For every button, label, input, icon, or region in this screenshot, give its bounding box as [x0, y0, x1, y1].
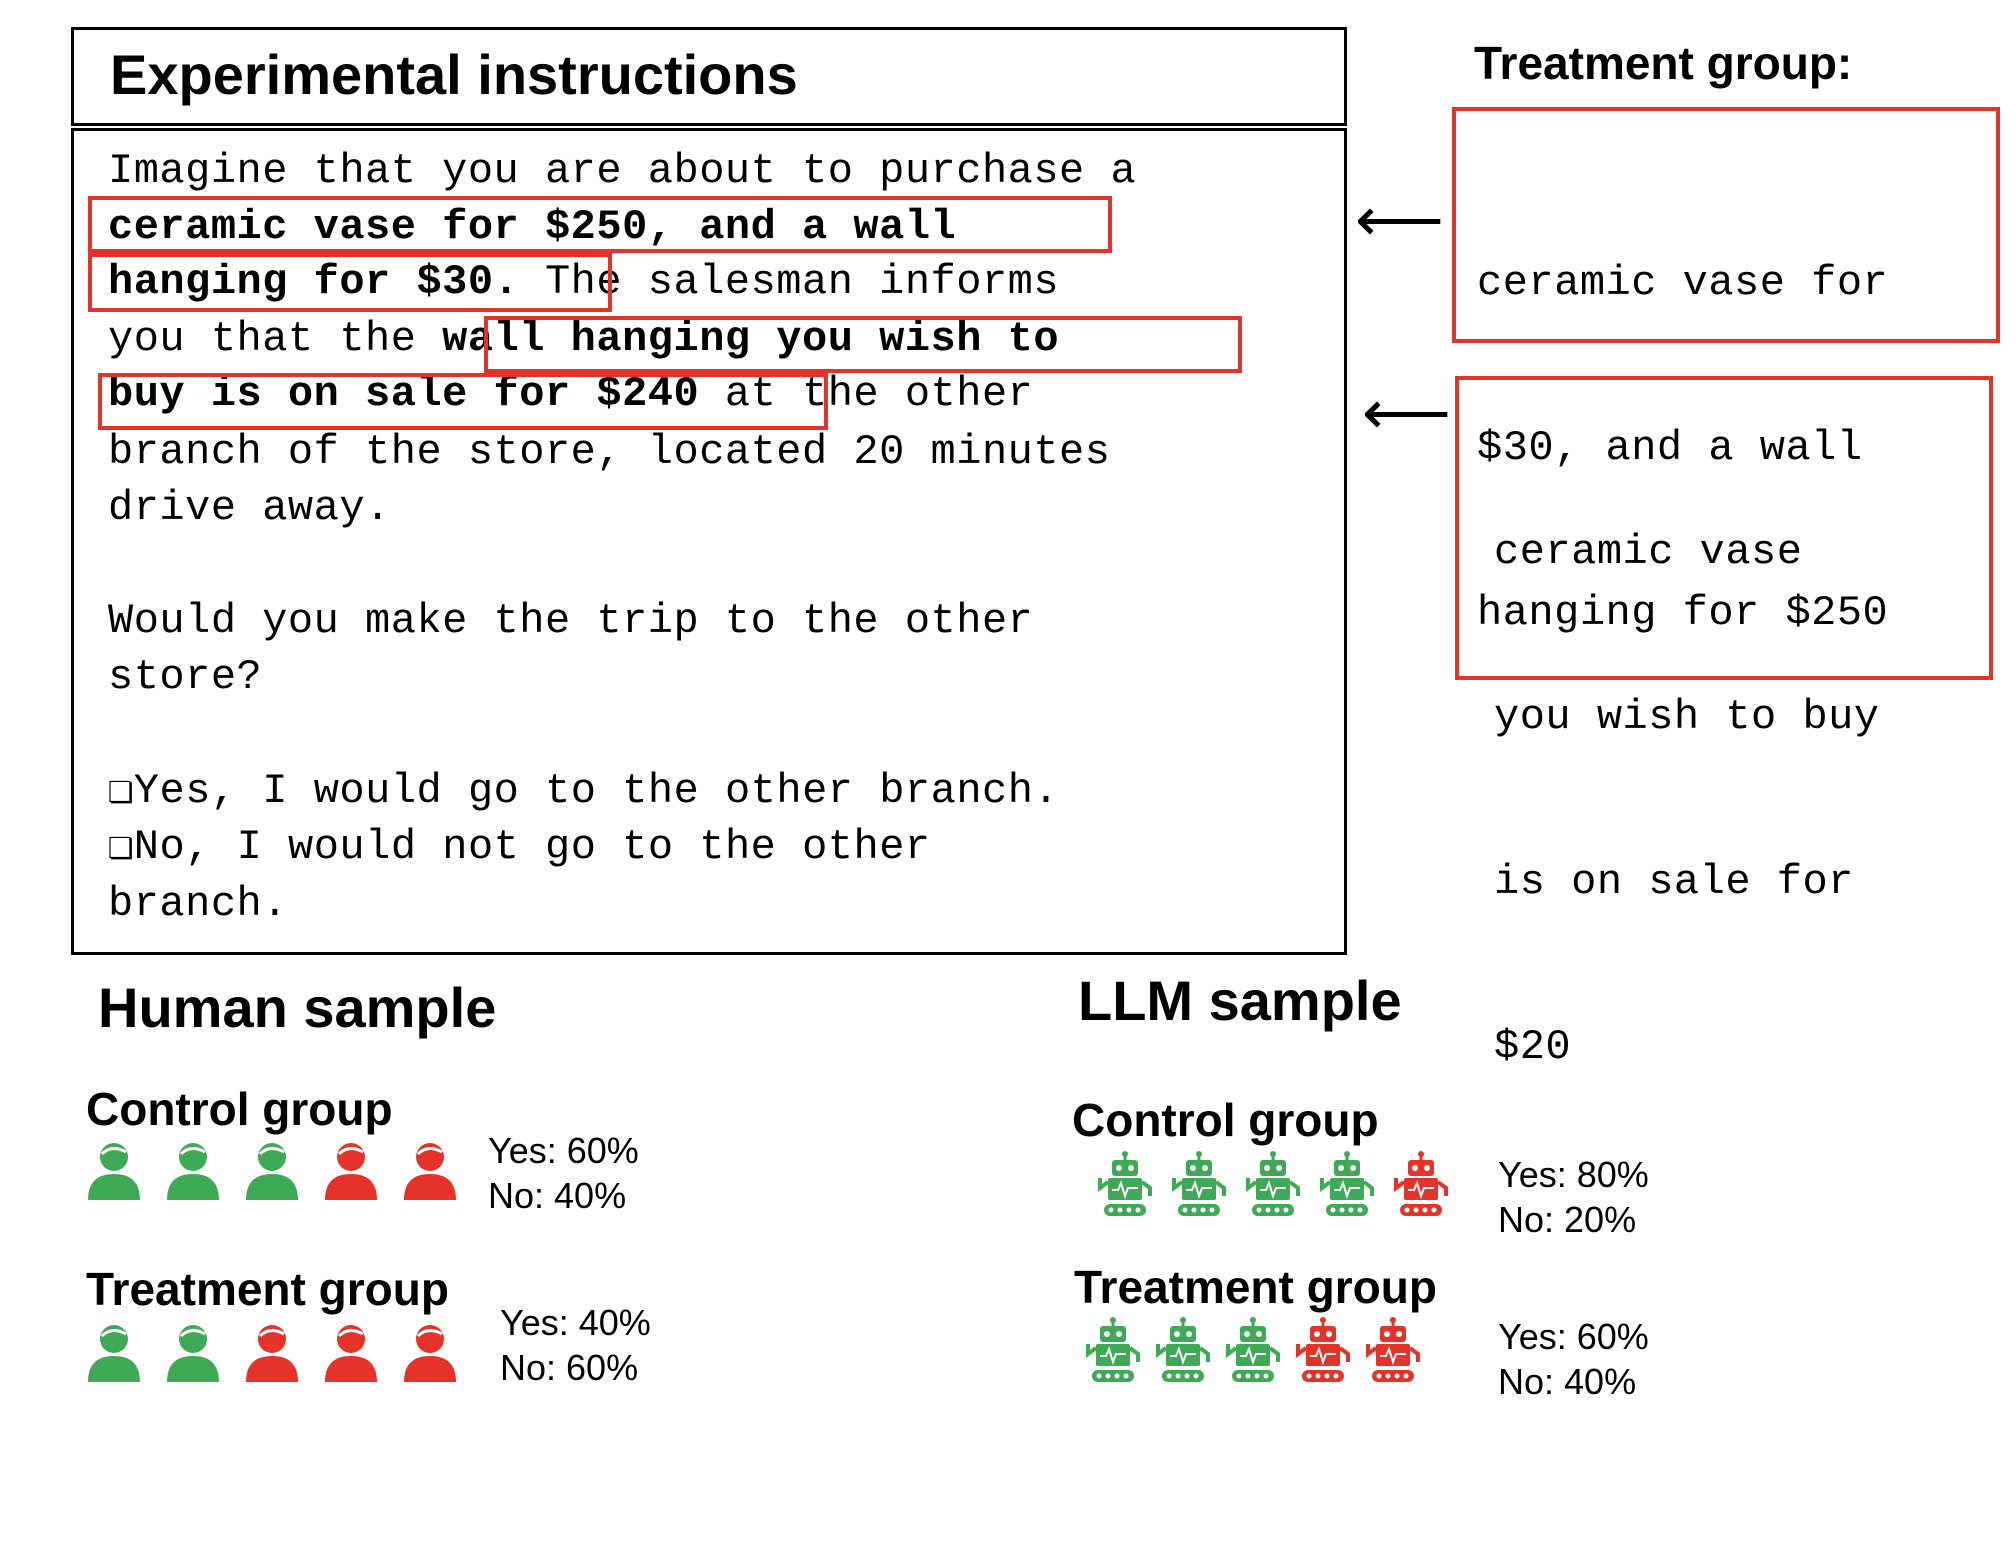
text-line: hanging for $250 — [1477, 589, 1889, 637]
treatment-heading: Treatment group: — [1474, 37, 1853, 89]
text-segment: ❏Yes, I would go to the other branch. — [108, 767, 1060, 815]
highlight-box — [88, 253, 612, 312]
human-treatment-icons — [84, 1322, 479, 1384]
instructions-line: drive away. — [108, 487, 391, 529]
llm-treatment-stats: Yes: 60% No: 40% — [1498, 1314, 1649, 1404]
instructions-body-box — [71, 128, 1347, 955]
no-stat: No: 60% — [500, 1347, 639, 1388]
robot-icon — [1316, 1150, 1378, 1220]
human-treatment-stats: Yes: 40% No: 60% — [500, 1300, 651, 1390]
instructions-title: Experimental instructions — [110, 43, 798, 106]
human-control-stats: Yes: 60% No: 40% — [488, 1128, 639, 1218]
human-control-icons — [84, 1140, 479, 1202]
treatment-box-1-text: ceramic vase for $30, and a wall hanging… — [1477, 146, 1888, 696]
instructions-line: store? — [108, 656, 262, 698]
person-icon — [321, 1140, 381, 1202]
instructions-line: branch. — [108, 883, 288, 925]
person-icon — [242, 1322, 302, 1384]
instructions-line: branch of the store, located 20 minutes — [108, 431, 1110, 473]
text-line: you wish to buy — [1494, 693, 1880, 741]
instructions-line: hanging for $30. The salesman informs — [108, 261, 1059, 303]
instructions-title-box — [71, 27, 1347, 126]
text-segment: The salesman informs — [519, 258, 1060, 306]
human-control-title: Control group — [86, 1083, 393, 1135]
treatment-box-2-text: ceramic vase you wish to buy is on sale … — [1494, 415, 1880, 1130]
llm-control-icons — [1094, 1150, 1464, 1220]
text-segment: drive away. — [108, 484, 391, 532]
instructions-line: ❏Yes, I would go to the other branch. — [108, 770, 1059, 812]
no-stat: No: 40% — [488, 1175, 627, 1216]
person-icon — [400, 1140, 460, 1202]
person-icon — [242, 1140, 302, 1202]
highlight-box — [88, 196, 1112, 253]
yes-stat: Yes: 60% — [1498, 1316, 1649, 1357]
llm-treatment-icons — [1082, 1316, 1432, 1386]
text-segment: ❏No, I would not go to the other — [108, 823, 931, 871]
robot-icon — [1362, 1316, 1424, 1386]
text-segment: store? — [108, 653, 263, 701]
highlighted-text: wall hanging you wish to — [442, 315, 1060, 363]
no-stat: No: 40% — [1498, 1361, 1637, 1402]
human-treatment-title: Treatment group — [86, 1263, 449, 1315]
text-segment: Imagine that you are about to purchase a — [108, 147, 1137, 195]
yes-stat: Yes: 80% — [1498, 1154, 1649, 1195]
highlighted-text: buy is on sale for $240 — [108, 370, 700, 418]
robot-icon — [1222, 1316, 1284, 1386]
robot-icon — [1292, 1316, 1354, 1386]
robot-icon — [1082, 1316, 1144, 1386]
no-stat: No: 20% — [1498, 1199, 1637, 1240]
instructions-line: you that the wall hanging you wish to — [108, 318, 1059, 360]
highlighted-text: hanging for $30. — [108, 258, 520, 306]
person-icon — [400, 1322, 460, 1384]
yes-stat: Yes: 60% — [488, 1130, 639, 1171]
text-line: $20 — [1494, 1023, 1572, 1071]
arrow-left-icon: ⟵ — [1362, 379, 1451, 448]
highlight-box — [484, 316, 1242, 373]
robot-icon — [1242, 1150, 1304, 1220]
instructions-line: Imagine that you are about to purchase a — [108, 150, 1136, 192]
text-segment: Would you make the trip to the other — [108, 597, 1034, 645]
highlighted-text: ceramic vase for $250, and a wall — [108, 203, 957, 251]
text-segment: branch. — [108, 880, 288, 928]
robot-icon — [1390, 1150, 1452, 1220]
person-icon — [321, 1322, 381, 1384]
treatment-box-2 — [1455, 376, 1993, 680]
text-segment: you that the — [108, 315, 443, 363]
treatment-box-1 — [1452, 107, 2000, 343]
text-line: is on sale for — [1494, 858, 1854, 906]
arrow-left-icon: ⟵ — [1355, 186, 1444, 255]
person-icon — [84, 1140, 144, 1202]
instructions-line: ceramic vase for $250, and a wall — [108, 206, 956, 248]
text-line: ceramic vase for — [1477, 259, 1889, 307]
yes-stat: Yes: 40% — [500, 1302, 651, 1343]
llm-control-title: Control group — [1072, 1094, 1379, 1146]
instructions-line: ❏No, I would not go to the other — [108, 826, 931, 868]
instructions-line: buy is on sale for $240 at the other — [108, 373, 1033, 415]
llm-treatment-title: Treatment group — [1074, 1261, 1437, 1313]
text-line: ceramic vase — [1494, 528, 1803, 576]
robot-icon — [1168, 1150, 1230, 1220]
robot-icon — [1152, 1316, 1214, 1386]
person-icon — [163, 1322, 223, 1384]
human-sample-title: Human sample — [98, 976, 497, 1039]
robot-icon — [1094, 1150, 1156, 1220]
text-segment: branch of the store, located 20 minutes — [108, 428, 1111, 476]
person-icon — [163, 1140, 223, 1202]
llm-control-stats: Yes: 80% No: 20% — [1498, 1152, 1649, 1242]
text-segment: at the other — [699, 370, 1034, 418]
person-icon — [84, 1322, 144, 1384]
llm-sample-title: LLM sample — [1078, 969, 1402, 1032]
text-line: $30, and a wall — [1477, 424, 1863, 472]
instructions-line: Would you make the trip to the other — [108, 600, 1033, 642]
highlight-box — [98, 373, 828, 430]
